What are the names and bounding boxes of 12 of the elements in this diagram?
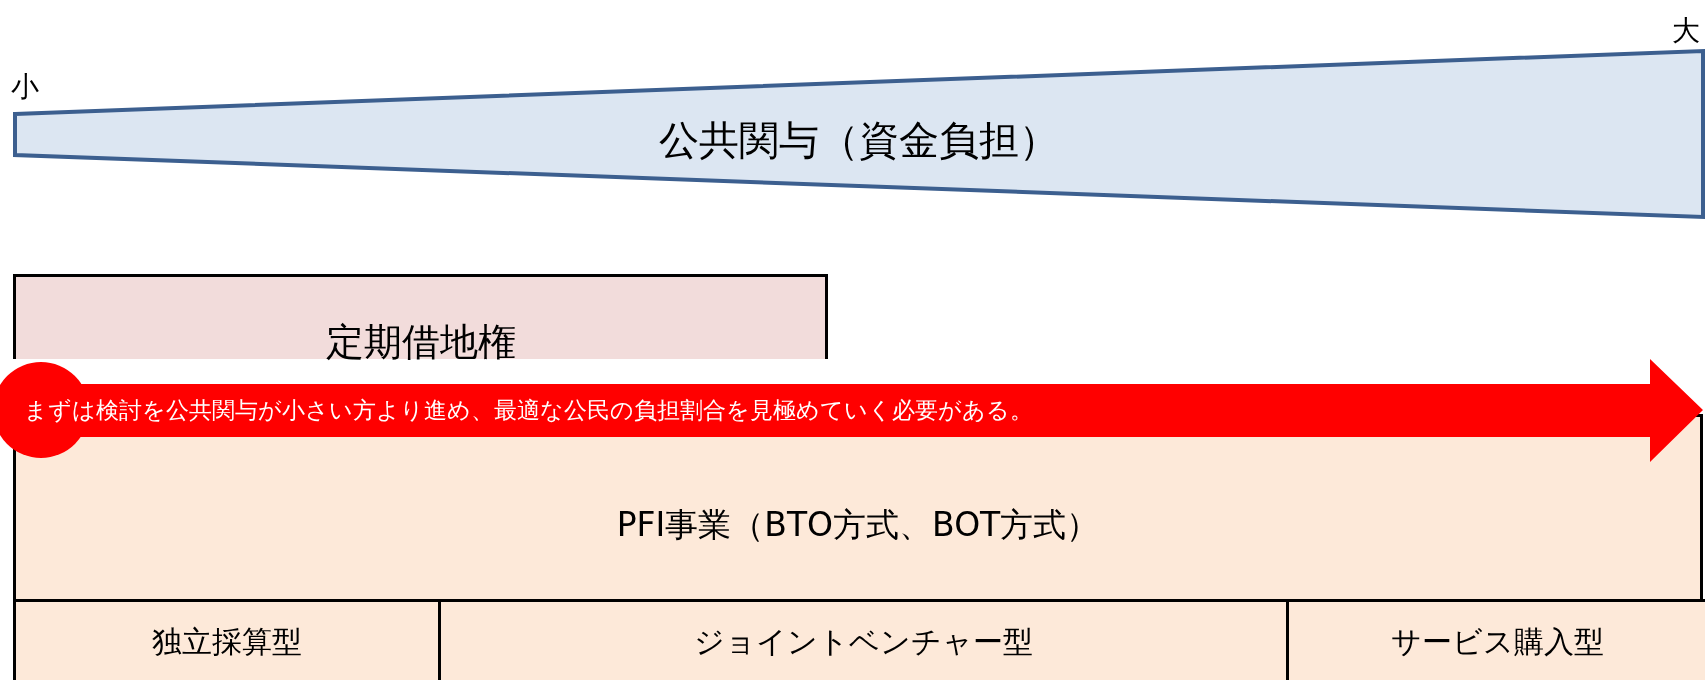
wedge-title: 公共関与（資金負担） xyxy=(658,116,1060,165)
box-title: PFI事業（BTO方式、BOT方式） xyxy=(615,504,1101,546)
table-cell xyxy=(438,599,1286,680)
scale-label: 大 xyxy=(1672,13,1700,49)
cell-text: 独立採算型 xyxy=(151,623,303,661)
table-cell xyxy=(1286,599,1705,680)
cell-text: ジョイントベンチャー型 xyxy=(693,623,1034,661)
scale-label: 小 xyxy=(11,69,39,105)
box-title: 定期借地権 xyxy=(324,319,517,366)
cell-text: サービス購入型 xyxy=(1390,623,1605,661)
category-box xyxy=(13,274,828,359)
banner-text: まずは検討を公共関与が小さい方より進め、最適な公民の負担割合を見極めていく必要がある。 xyxy=(24,396,1033,424)
